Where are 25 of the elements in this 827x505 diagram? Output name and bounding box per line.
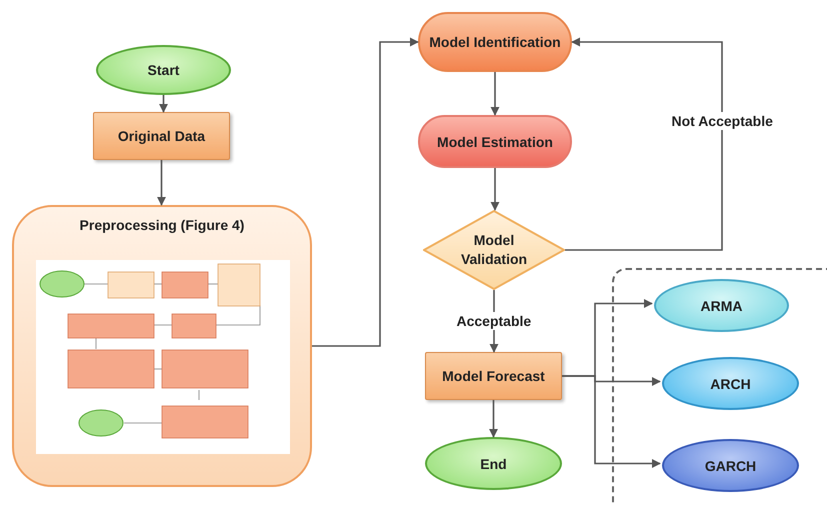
process-pill [418,115,572,168]
node-label: Model Validation [460,231,528,269]
process-box [93,112,230,160]
node-label: Model Forecast [442,368,545,384]
arrow [565,38,723,251]
arrow [159,95,168,113]
node-label: Model Estimation [437,134,553,150]
process-box [425,352,562,400]
node-label: Model Identification [429,34,561,50]
arrow [490,168,500,211]
node-label: End [480,456,507,472]
dashed-group-box [612,268,827,505]
node-label: Original Data [118,128,206,144]
arrow [489,400,498,438]
arrow [312,38,419,347]
decision-diamond [423,210,565,290]
process-group-box [12,205,312,487]
arrow [157,160,166,206]
node-label: Preprocessing (Figure 4) [80,217,244,233]
node-label: ARMA [700,298,742,314]
node-label: ARCH [710,376,751,392]
node-label: GARCH [704,458,756,474]
arrow [562,375,661,468]
node-label: Start [148,62,180,78]
arrow [490,72,500,116]
